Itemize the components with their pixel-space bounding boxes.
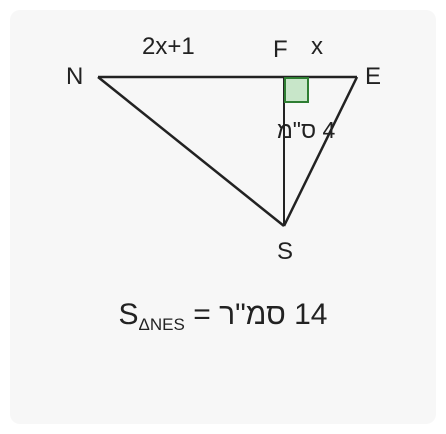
segment-ES (282, 76, 359, 227)
right-angle-marker (284, 77, 309, 103)
segment-NS (97, 76, 285, 227)
area-equals: = (193, 298, 211, 331)
vertex-label-N: N (66, 63, 83, 90)
area-formula: SΔNES = 14 סמ"ר (0, 298, 446, 335)
diagram-card (10, 10, 436, 424)
segment-label-NF: 2x+1 (142, 33, 195, 60)
segment-label-FE: x (311, 33, 323, 60)
area-value: 14 סמ"ר (219, 298, 328, 331)
vertex-label-E: E (365, 63, 381, 90)
vertex-label-F: F (273, 36, 288, 63)
area-subscript: ΔNES (138, 315, 185, 334)
vertex-label-S: S (277, 238, 293, 265)
segment-label-FS: 4 ס"מ (277, 117, 335, 143)
area-symbol: S (118, 298, 139, 331)
